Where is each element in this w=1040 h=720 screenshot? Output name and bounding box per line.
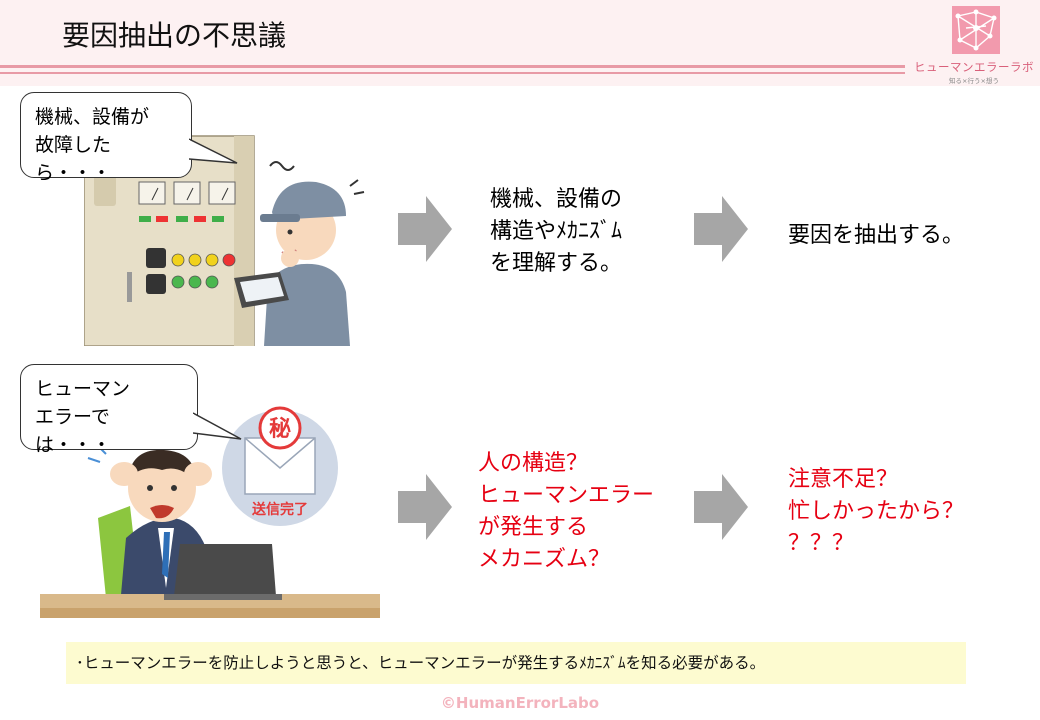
arrow-right-icon [398,196,452,262]
logo-name: ヒューマンエラーラボ [914,60,1034,74]
arrow-right-icon [694,474,748,540]
slide-title: 要因抽出の不思議 [62,19,287,52]
machine-step-extract: 要因を抽出する。 [788,223,965,248]
network-logo-icon [952,6,1000,54]
speech-bubble-machine: 機械、設備が 故障したら・・・ [20,92,238,184]
speech-bubble-human: ヒューマン エラーでは・・・ [20,364,242,456]
panicked-office-worker-sent-email: 秘 送信完了 [40,406,380,618]
header-band [0,0,1040,86]
header-rule-top [0,65,905,68]
header-rule-bottom [0,72,905,74]
email-sent-status: 送信完了 [251,501,308,518]
logo-tagline: 知る×行う×想う [949,77,999,85]
human-step-mechanism: 人の構造？ ヒューマンエラー が発生する メカニズム？ [478,451,655,572]
bubble-machine-text: 機械、設備が 故障したら・・・ [35,106,150,184]
secret-stamp-text: 秘 [269,416,291,442]
arrow-right-icon [398,474,452,540]
copyright-footer: ©HumanErrorLabo [440,694,600,712]
machine-step-understand: 機械、設備の 構造やﾒｶﾆｽﾞﾑ を理解する。 [490,187,623,276]
bubble-human-text: ヒューマン エラーでは・・・ [35,378,131,456]
brand-logo: ヒューマンエラーラボ 知る×行う×想う [912,4,1036,86]
conclusion-note: ･ヒューマンエラーを防止しようと思うと、ヒューマンエラーが発生するﾒｶﾆｽﾞﾑを… [66,642,966,684]
bubble-tail-icon [189,138,238,164]
human-step-guesses: 注意不足？ 忙しかったから？ ？？？ [788,467,965,556]
arrow-right-icon [694,196,748,262]
bubble-tail-icon [193,412,242,440]
